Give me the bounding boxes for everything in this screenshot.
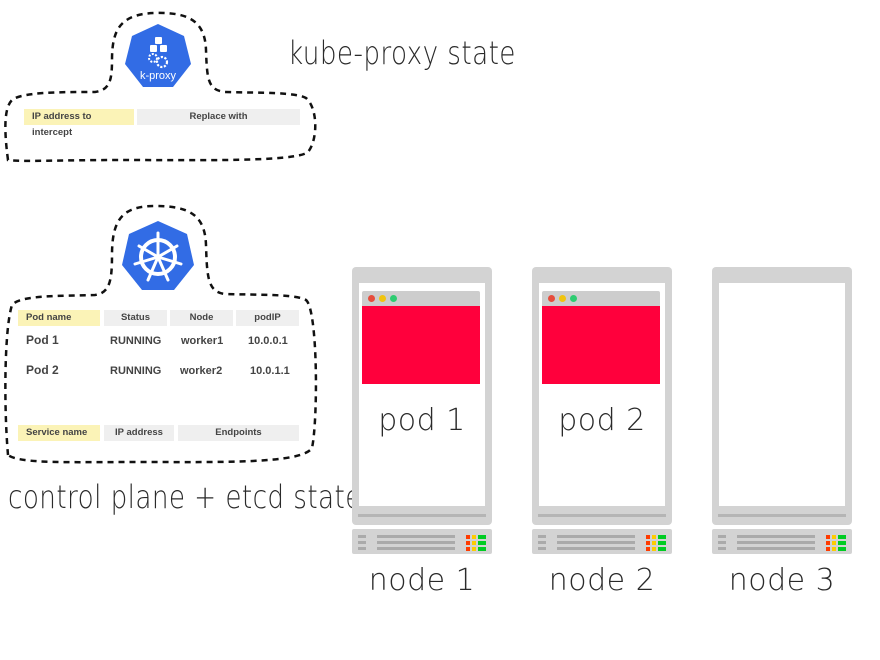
led-yellow	[832, 547, 836, 551]
maximize-dot-icon	[570, 295, 577, 302]
vent-line	[377, 535, 455, 538]
pod-label: pod 2	[558, 403, 646, 438]
pod-container	[362, 306, 480, 384]
led-red	[466, 535, 470, 539]
vent-line	[377, 541, 455, 544]
kubernetes-logo	[121, 220, 195, 292]
vent	[538, 535, 546, 538]
led-yellow	[832, 541, 836, 545]
led-yellow	[472, 547, 476, 551]
control-plane-title: control plane + etcd state	[8, 478, 362, 516]
vent-line	[737, 547, 815, 550]
header-node: Node	[170, 310, 233, 326]
header-pod-name: Pod name	[18, 310, 100, 326]
vent	[718, 535, 726, 538]
pod-name-cell: Pod 2	[26, 363, 59, 377]
node-cell: worker1	[181, 335, 224, 347]
led-yellow	[652, 535, 656, 539]
led-green	[838, 541, 846, 545]
header-podip: podIP	[236, 310, 299, 326]
vent-line	[377, 547, 455, 550]
header-ip-to-intercept: IP address to intercept	[24, 109, 134, 138]
led-red	[826, 547, 830, 551]
vent	[358, 547, 366, 550]
close-dot-icon	[548, 295, 555, 302]
header-status: Status	[104, 310, 167, 326]
k-proxy-logo: k-proxy	[124, 23, 192, 89]
minimize-dot-icon	[379, 295, 386, 302]
minimize-dot-icon	[559, 295, 566, 302]
vent-line	[737, 541, 815, 544]
window-titlebar	[362, 291, 480, 306]
vent	[358, 535, 366, 538]
node-cell: worker2	[180, 365, 223, 377]
node-bar	[358, 514, 486, 517]
led-red	[646, 547, 650, 551]
led-green	[838, 547, 846, 551]
node-label: node 3	[728, 563, 836, 598]
led-red	[466, 547, 470, 551]
led-red	[646, 535, 650, 539]
vent-line	[557, 541, 635, 544]
server-base	[352, 529, 492, 554]
pod-label: pod 1	[378, 403, 466, 438]
led-yellow	[472, 535, 476, 539]
kube-proxy-title: kube-proxy state	[288, 34, 516, 72]
pod-container	[542, 306, 660, 384]
node-label: node 1	[368, 563, 476, 598]
led-red	[646, 541, 650, 545]
vent	[718, 541, 726, 544]
led-red	[826, 535, 830, 539]
header-ip-address: IP address	[104, 425, 174, 441]
podip-cell: 10.0.0.1	[248, 335, 288, 347]
led-yellow	[652, 547, 656, 551]
vent-line	[557, 547, 635, 550]
status-cell: RUNNING	[110, 335, 162, 347]
podip-cell: 10.0.1.1	[250, 365, 290, 377]
pod-window	[362, 291, 480, 386]
led-green	[838, 535, 846, 539]
window-titlebar	[542, 291, 660, 306]
pod-name-cell: Pod 1	[26, 333, 59, 347]
led-red	[466, 541, 470, 545]
close-dot-icon	[368, 295, 375, 302]
vent-line	[557, 535, 635, 538]
led-green	[478, 541, 486, 545]
maximize-dot-icon	[390, 295, 397, 302]
led-green	[658, 535, 666, 539]
k-proxy-icon: k-proxy	[125, 24, 191, 87]
led-yellow	[832, 535, 836, 539]
led-yellow	[472, 541, 476, 545]
vent	[538, 547, 546, 550]
kubernetes-helm-icon	[122, 221, 194, 290]
header-service-name: Service name	[18, 425, 100, 441]
pod-window	[542, 291, 660, 386]
status-cell: RUNNING	[110, 365, 162, 377]
led-red	[826, 541, 830, 545]
vent	[538, 541, 546, 544]
k-proxy-logo-text: k-proxy	[140, 70, 177, 82]
vent	[718, 547, 726, 550]
kube-proxy-outline	[4, 11, 317, 163]
led-green	[658, 547, 666, 551]
server-base	[532, 529, 672, 554]
led-green	[658, 541, 666, 545]
vent-line	[737, 535, 815, 538]
control-plane-outline	[4, 204, 318, 464]
node-label: node 2	[548, 563, 656, 598]
led-green	[478, 535, 486, 539]
led-green	[478, 547, 486, 551]
vent	[358, 541, 366, 544]
header-endpoints: Endpoints	[178, 425, 299, 441]
node-bar	[718, 514, 846, 517]
header-replace-with: Replace with	[137, 109, 300, 125]
node-screen	[719, 283, 845, 506]
server-base	[712, 529, 852, 554]
node-bar	[538, 514, 666, 517]
led-yellow	[652, 541, 656, 545]
